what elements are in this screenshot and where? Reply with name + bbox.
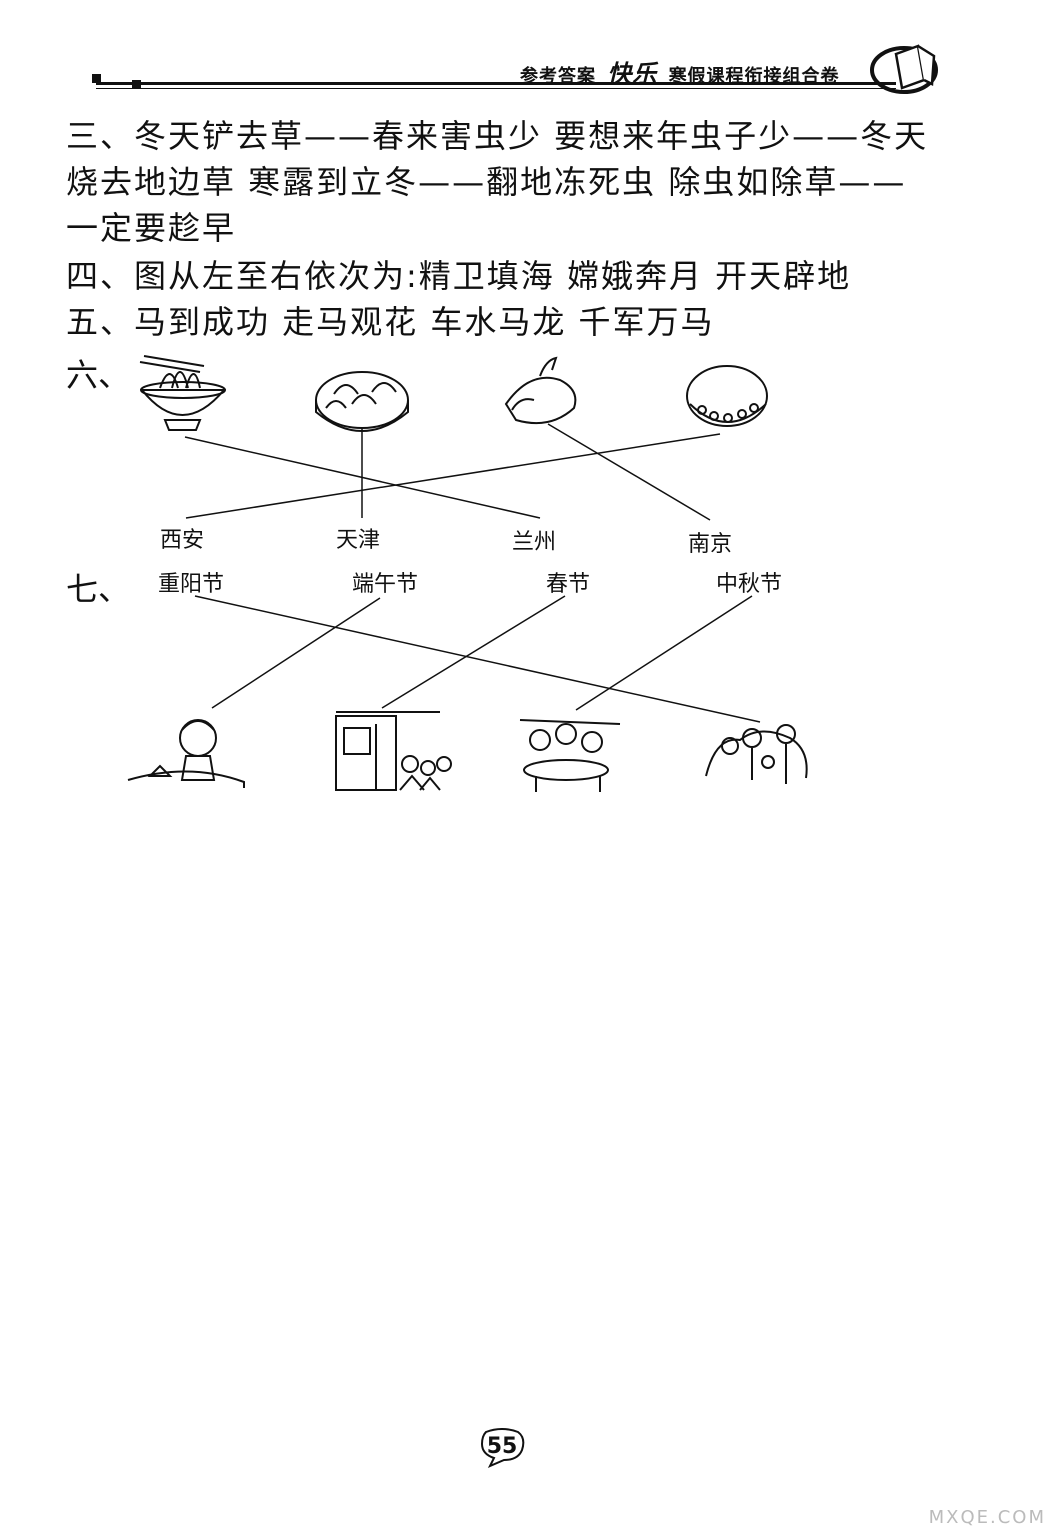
festival-label-zhongqiu: 中秋节: [716, 572, 783, 597]
family-dinner-icon: [519, 719, 621, 792]
festival-label-chunjie: 春节: [546, 572, 591, 597]
header-title: 参考答案 快乐 寒假课程衔接组合卷: [520, 54, 840, 89]
header-rule: [96, 82, 896, 85]
roast-duck-icon: [504, 356, 577, 425]
answer-line-5: 五、马到成功 走马观花 车水马龙 千军万马: [66, 303, 715, 341]
section-6-match-lines: [184, 423, 721, 521]
answer-line-4: 四、图从左至右依次为:精卫填海 嫦娥奔月 开天辟地: [66, 257, 852, 295]
answer-line-3: 一定要趁早: [66, 209, 237, 247]
book-logo-icon: [870, 44, 938, 94]
answer-line-2: 烧去地边草 寒露到立冬——翻地冻死虫 除虫如除草——: [66, 163, 907, 201]
section-7-label: 七、: [66, 570, 131, 608]
city-label-lanzhou: 兰州: [512, 530, 557, 555]
header-suffix: 寒假课程衔接组合卷: [668, 66, 840, 87]
header-prefix: 参考答案: [520, 66, 596, 87]
city-label-nanjing: 南京: [688, 532, 733, 557]
section-7-match-lines: [194, 595, 761, 723]
zongzi-girl-icon: [127, 719, 245, 788]
elderly-outing-icon: [705, 724, 808, 784]
section-6-label: 六、: [66, 356, 131, 394]
city-label-xian: 西安: [160, 528, 205, 553]
watermark: MXQE.COM: [928, 1507, 1046, 1528]
city-label-tianjin: 天津: [336, 528, 381, 553]
header-rule-thin: [96, 88, 896, 89]
eight-treasure-rice-icon: [686, 365, 768, 427]
noodles-icon: [139, 355, 227, 431]
couplets-door-icon: [335, 711, 452, 791]
steamed-buns-icon: [315, 371, 409, 432]
page-number: 55: [486, 1434, 518, 1459]
speech-bubble-icon: [480, 1428, 525, 1468]
festival-label-chongyang: 重阳节: [158, 572, 225, 597]
header-brand: 快乐: [607, 60, 658, 88]
header-square-left: [92, 74, 101, 83]
page-header: 参考答案 快乐 寒假课程衔接组合卷: [0, 0, 1056, 110]
answer-line-1: 三、冬天铲去草——春来害虫少 要想来年虫子少——冬天: [66, 117, 929, 155]
page-number-badge: 55: [478, 1428, 526, 1468]
festival-label-duanwu: 端午节: [352, 572, 419, 597]
